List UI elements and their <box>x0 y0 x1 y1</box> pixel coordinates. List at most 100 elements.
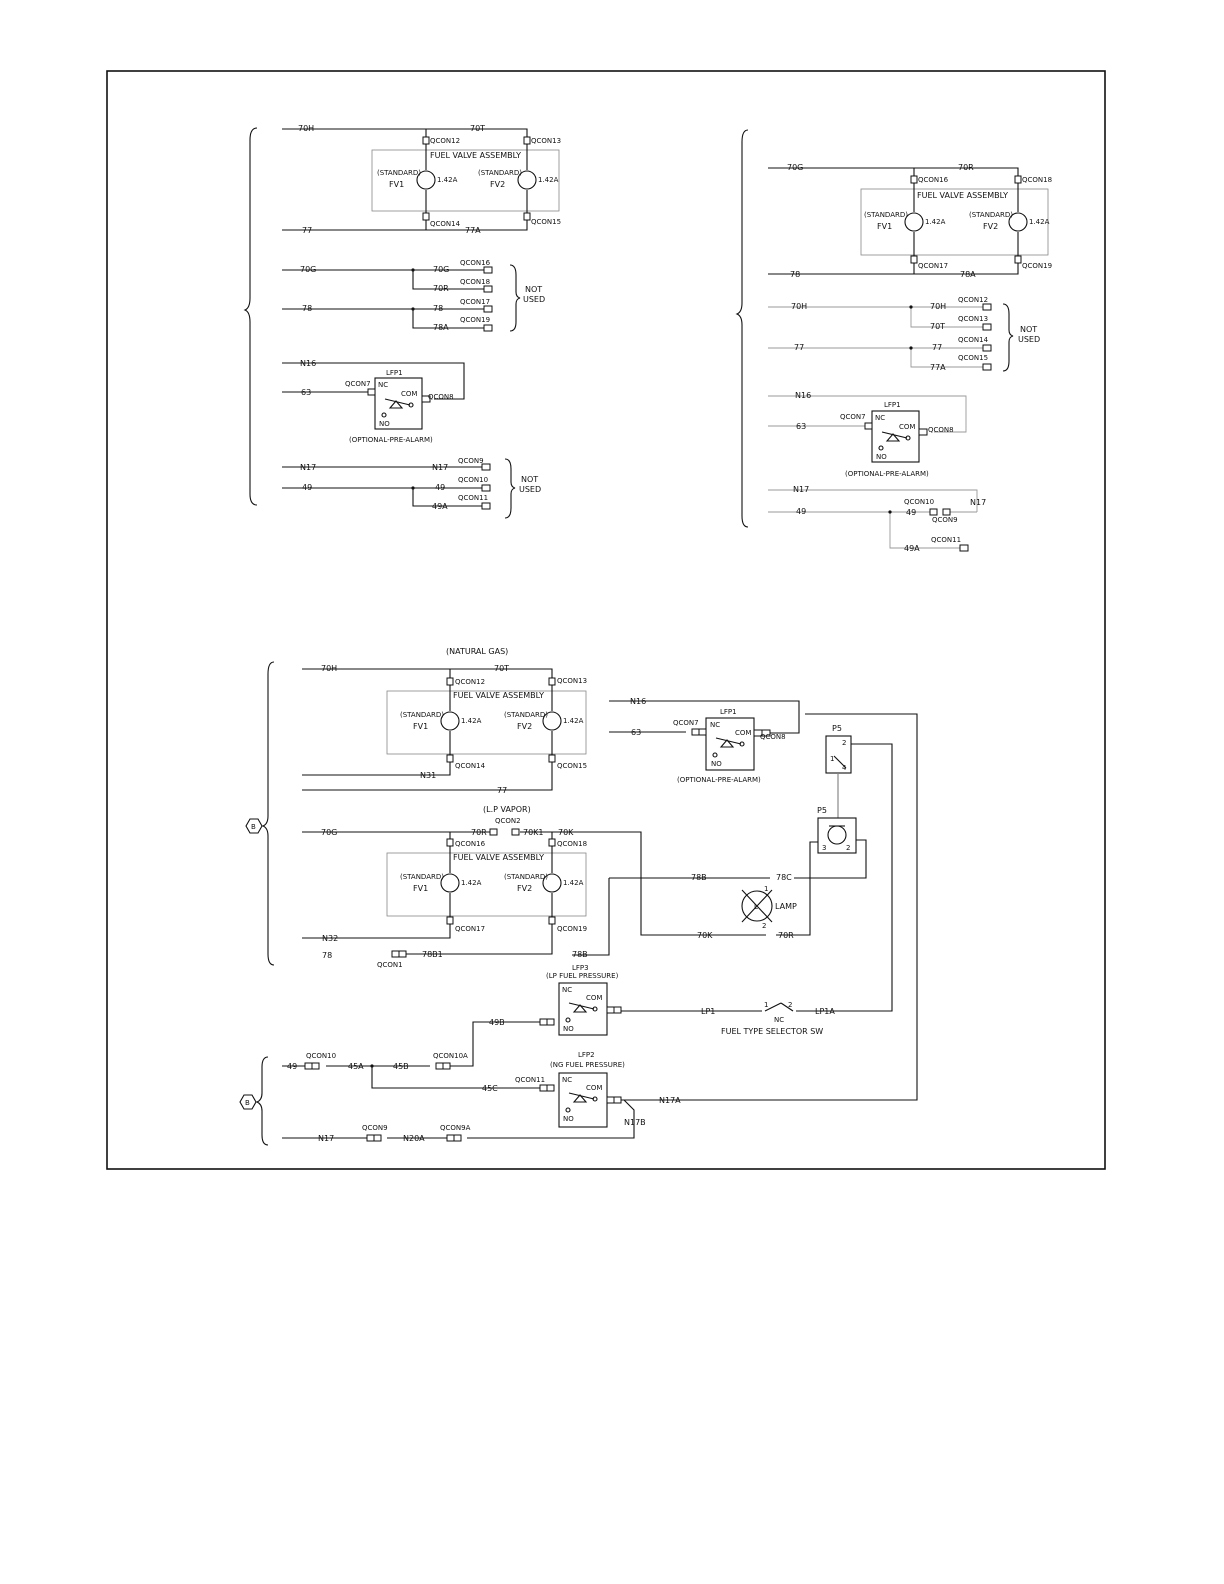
wire-segment <box>768 306 983 368</box>
wire-segment <box>572 877 746 956</box>
label-connectors-q13: QCON13 <box>557 677 587 685</box>
label-connectors-q17: QCON17 <box>460 298 490 306</box>
label-labels-not_used-1: USED <box>523 295 545 304</box>
fv2-coil-icon <box>542 711 562 731</box>
quick-connector-icon <box>311 1062 320 1070</box>
label-wires-w63: 63 <box>301 388 311 397</box>
label-labels-not_used-0: NOT <box>521 475 538 484</box>
terminal-icon <box>592 1096 598 1102</box>
label-connectors-q17: QCON17 <box>918 262 948 270</box>
label-labels-standard: (STANDARD) <box>400 711 444 719</box>
label-labels-b: B <box>245 1099 250 1107</box>
label-wires-w70t: 70T <box>470 124 485 133</box>
label-wires-wn16: N16 <box>300 359 316 368</box>
wire-segment <box>302 668 553 791</box>
label-labels-lamp_l: L <box>754 903 758 911</box>
label-pins-p2: 2 <box>842 739 846 747</box>
label-connectors-q11: QCON11 <box>515 1076 545 1084</box>
label-connectors-q18: QCON18 <box>460 278 490 286</box>
lamp-icon <box>741 890 773 922</box>
quick-connector-icon <box>982 303 992 311</box>
label-labels-amps: 1.42A <box>925 218 946 226</box>
label-connectors-q16: QCON16 <box>460 259 491 267</box>
terminal-icon <box>411 307 415 311</box>
label-wires-w49: 49 <box>906 508 916 517</box>
quick-connector-icon <box>539 1018 548 1026</box>
wire-segment <box>833 755 847 769</box>
label-labels-amps: 1.42A <box>538 176 559 184</box>
quick-connector-icon <box>446 754 454 763</box>
quick-connector-icon <box>391 950 400 958</box>
wire-segment <box>282 1099 658 1139</box>
quick-connector-icon <box>523 136 531 145</box>
quick-connector-icon <box>548 677 556 686</box>
label-wires-w78b1: 78B1 <box>422 950 443 959</box>
label-labels-b: B <box>251 823 256 831</box>
label-connectors-q10a: QCON10A <box>433 1052 468 1060</box>
quick-connector-icon <box>481 484 491 492</box>
fv1-coil-icon <box>904 212 924 232</box>
wire-segment <box>768 489 978 549</box>
quick-connector-icon <box>511 828 520 836</box>
label-labels-not_used-1: USED <box>519 485 541 494</box>
quick-connector-icon <box>483 266 493 274</box>
terminal-icon <box>370 1064 374 1068</box>
wire-segment <box>609 700 800 734</box>
label-labels-standard: (STANDARD) <box>864 211 908 219</box>
quick-connector-icon <box>422 136 430 145</box>
diagram-top-right: FUEL VALVE ASSEMBLY 70G 70R QCON16 QCON1… <box>735 129 1052 553</box>
label-wires-w70g: 70G <box>787 163 803 172</box>
label-wires-wn17: N17 <box>970 498 986 507</box>
quick-connector-icon <box>606 1006 615 1014</box>
label-connectors-q11: QCON11 <box>931 536 961 544</box>
fv1-coil-icon <box>440 873 460 893</box>
label-connectors-q8: QCON8 <box>760 733 786 741</box>
label-wires-wn17a: N17A <box>659 1096 681 1105</box>
label-labels-fv2: FV2 <box>983 222 998 231</box>
page-border <box>106 70 1106 1170</box>
label-wires-w70h: 70H <box>298 124 314 133</box>
label-wires-w49: 49 <box>796 507 806 516</box>
label-wires-wn17: N17 <box>432 463 448 472</box>
label-wires-w70r: 70R <box>958 163 974 172</box>
bracket <box>735 129 749 528</box>
bracket <box>243 127 258 506</box>
label-labels-lp_fuel_pressure: (LP FUEL PRESSURE) <box>546 972 619 980</box>
wire-segment <box>768 395 967 433</box>
label-labels-fv2: FV2 <box>517 722 532 731</box>
label-labels-standard: (STANDARD) <box>504 711 548 719</box>
label-labels-lfp2: LFP2 <box>578 1051 595 1059</box>
terminal-icon <box>411 486 415 490</box>
label-labels-standard: (STANDARD) <box>377 169 421 177</box>
label-pins-p2: 2 <box>762 922 766 930</box>
label-labels-fv1: FV1 <box>413 884 428 893</box>
label-connectors-q8: QCON8 <box>428 393 454 401</box>
label-connectors-q8: QCON8 <box>928 426 954 434</box>
label-labels-no: NO <box>711 760 722 768</box>
label-labels-not_used-0: NOT <box>525 285 542 294</box>
quick-connector-icon <box>367 388 376 396</box>
label-connectors-q10: QCON10 <box>904 498 934 506</box>
label-labels-no: NO <box>563 1025 574 1033</box>
label-pins-p1: 1 <box>830 755 834 763</box>
terminal-icon <box>592 1006 598 1012</box>
quick-connector-icon <box>435 1062 444 1070</box>
label-connectors-q11: QCON11 <box>458 494 488 502</box>
fv2-coil-icon <box>517 170 537 190</box>
label-wires-w70h: 70H <box>930 302 946 311</box>
label-pins-p4: 4 <box>842 764 847 772</box>
label-labels-fuel_valve_assembly: FUEL VALVE ASSEMBLY <box>453 853 544 862</box>
quick-connector-icon <box>489 828 498 836</box>
quick-connector-icon <box>539 1084 548 1092</box>
label-connectors-q19: QCON19 <box>557 925 587 933</box>
label-wires-w49: 49 <box>302 483 312 492</box>
quick-connector-icon <box>929 508 938 516</box>
label-connectors-q10: QCON10 <box>458 476 488 484</box>
quick-connector-icon <box>546 1018 555 1026</box>
label-labels-amps: 1.42A <box>1029 218 1050 226</box>
quick-connector-icon <box>613 1006 622 1014</box>
label-labels-fv1: FV1 <box>877 222 892 231</box>
wire-segment <box>504 458 516 519</box>
label-wires-w70t: 70T <box>930 322 945 331</box>
